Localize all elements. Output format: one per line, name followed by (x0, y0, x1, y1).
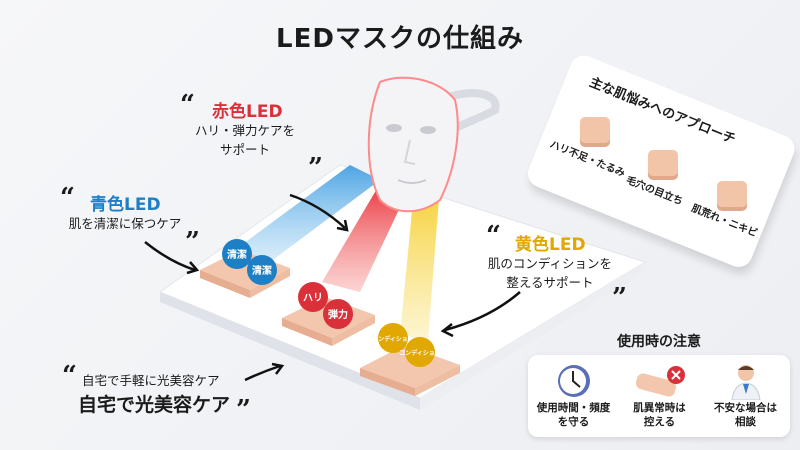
caution-label: 肌異常時は (633, 402, 686, 414)
home-care-small: 自宅で手軽に光美容ケア (82, 373, 220, 388)
skin-block-yellow (360, 345, 460, 396)
badge-red-2: 弾力 (323, 299, 353, 329)
badge-blue-2: 清潔 (247, 255, 277, 285)
page-title: LEDマスクの仕組み (276, 24, 524, 54)
caution-label: 不安な場合は (714, 402, 777, 414)
caution-label: 控える (643, 416, 676, 428)
red-led-desc: ハリ・弾力ケアをサポート (190, 121, 300, 159)
caution-label: 使用時間・頻度 (536, 402, 611, 414)
badge-blue-1: 清潔 (222, 239, 252, 269)
sagging-skin-icon (580, 117, 610, 143)
caution-label: を守る (557, 416, 590, 428)
svg-text:清潔: 清潔 (227, 248, 247, 261)
blue-led-desc: 肌を清潔に保つケア (68, 216, 182, 231)
caution-panel: 使用時間・頻度 を守る 肌異常時は 控える 不安な場合は 相談 (528, 355, 790, 437)
red-led-desc-line: ハリ・弾力ケアを (194, 123, 295, 138)
led-mask (367, 76, 500, 213)
blue-light-beam (232, 165, 380, 268)
badge-yellow-2: コンディション (399, 337, 441, 367)
quote-open-red: “ (180, 90, 195, 120)
quote-close-yellow: ” (612, 283, 627, 313)
clock-icon (557, 365, 590, 397)
yellow-led-desc: 肌のコンディションを整えるサポート (480, 254, 620, 292)
red-led-desc-line: サポート (219, 142, 270, 157)
quote-close-red: ” (308, 153, 323, 183)
caution-title: 使用時の注意 (617, 334, 701, 350)
svg-text:コンディション: コンディション (372, 335, 414, 343)
quote-open-yellow: “ (486, 221, 501, 251)
svg-text:清潔: 清潔 (252, 264, 272, 277)
quote-open-blue: “ (60, 183, 75, 213)
yellow-led-desc-line: 整えるサポート (506, 275, 594, 290)
home-care-large: 自宅で光美容ケア (78, 394, 231, 416)
badge-yellow-1: コンディション (372, 323, 414, 353)
caution-label: 相談 (735, 416, 756, 428)
quote-open-home: “ (62, 361, 77, 391)
badge-red-1: ハリ (298, 282, 328, 312)
svg-text:弾力: 弾力 (328, 308, 348, 321)
yellow-led-title: 黄色LED (515, 235, 586, 255)
quote-close-home: ” (236, 395, 251, 425)
acne-skin-icon (717, 181, 747, 207)
caution-item-time: 使用時間・頻度 を守る (530, 361, 617, 429)
doctor-icon (730, 365, 761, 400)
yellow-light-beam (400, 180, 440, 340)
svg-text:コンディション: コンディション (399, 349, 441, 357)
yellow-led-desc-line: 肌のコンディションを (487, 256, 613, 271)
svg-text:ハリ: ハリ (303, 292, 323, 304)
red-led-title: 赤色LED (212, 102, 283, 122)
caution-item-skin: 肌異常時は 控える (616, 361, 703, 429)
quote-close-blue: ” (185, 227, 200, 257)
pointer-arrows (144, 193, 521, 382)
caution-item-consult: 不安な場合は 相談 (702, 361, 789, 429)
pores-skin-icon (648, 150, 678, 176)
bandage-x-icon (635, 366, 685, 397)
blue-led-title: 青色LED (90, 195, 161, 215)
